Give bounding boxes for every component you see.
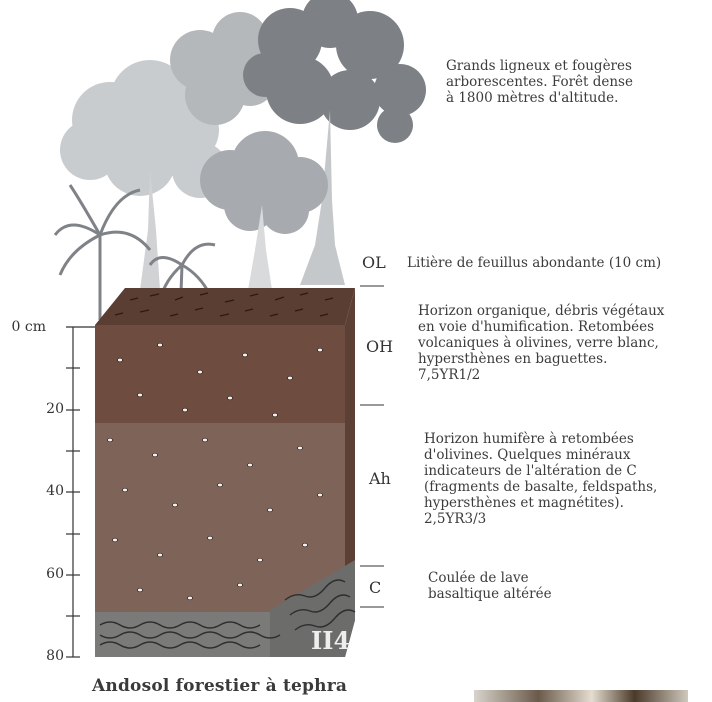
horizon-boundaries: [360, 285, 384, 608]
ah-horizon: [95, 423, 345, 615]
olivine-specks: [107, 342, 323, 601]
tree-canopy-illustration: [53, 0, 426, 321]
depth-axis: [66, 326, 95, 658]
depth-label-0: 0 cm: [11, 319, 46, 335]
horizon-code-oh: OH: [366, 337, 394, 356]
horizon-code-ah: Ah: [369, 469, 391, 488]
depth-label-60: 60: [46, 566, 64, 582]
horizon-description-ol: Litière de feuillus abondante (10 cm): [407, 255, 662, 271]
photo-thumbnail: [474, 690, 688, 702]
vegetation-description: Grands ligneux et fougères arborescentes…: [446, 58, 633, 106]
depth-label-40: 40: [46, 483, 64, 499]
oh-horizon: [95, 325, 345, 423]
horizon-description-oh: Horizon organique, débris végétaux en vo…: [418, 303, 665, 383]
depth-label-20: 20: [46, 401, 64, 417]
soil-block: [95, 288, 356, 657]
horizon-description-c: Coulée de lave basaltique altérée: [428, 570, 552, 602]
litter-marks: [114, 292, 334, 317]
horizon-code-ol: OL: [362, 253, 386, 272]
depth-label-80: 80: [46, 648, 64, 664]
horizon-code-c: C: [369, 578, 382, 597]
litter-surface: [95, 288, 355, 325]
lava-texture: [99, 579, 356, 649]
horizon-description-ah: Horizon humifère à retombées d'olivines.…: [424, 431, 658, 527]
diagram-title: Andosol forestier à tephra: [92, 676, 348, 696]
plate-id: II4: [311, 626, 351, 655]
